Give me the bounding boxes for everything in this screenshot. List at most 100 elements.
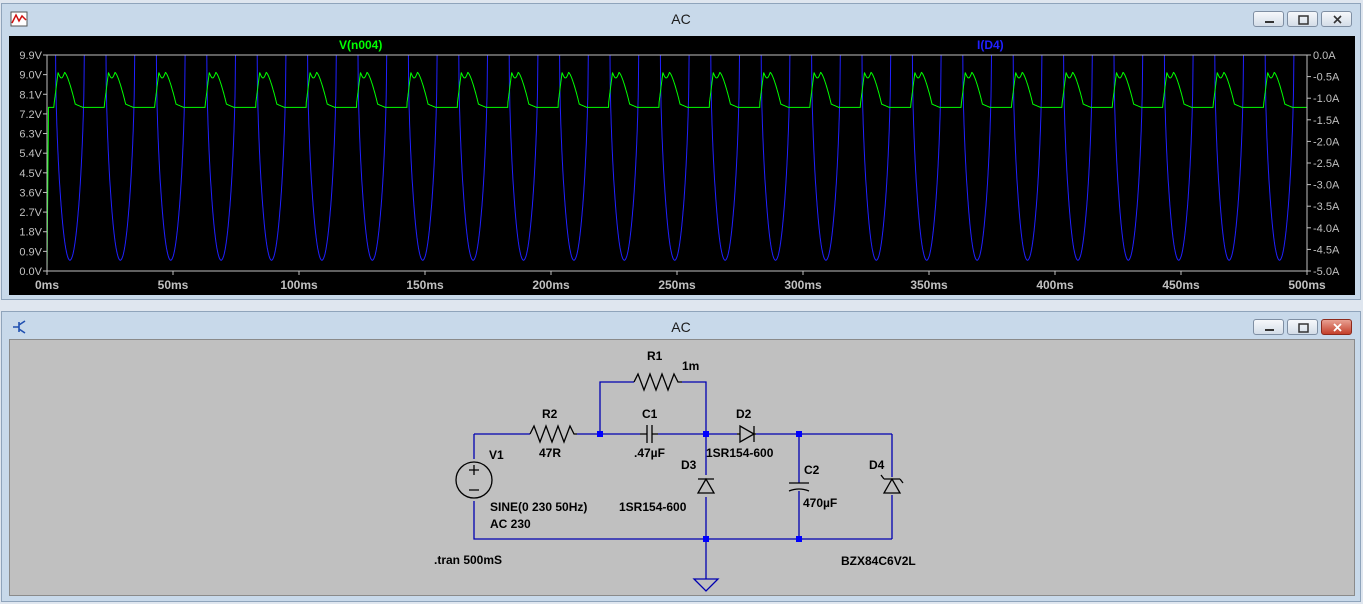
capacitor-c1[interactable] [640,425,658,443]
schematic-canvas[interactable]: R1 1m R2 47R C1 .47µF D2 1SR154-600 D3 1… [9,339,1355,596]
plot-window-title: AC [671,11,691,27]
y-left-tick-label: 8.1V [19,89,42,101]
schematic-icon [13,320,26,334]
x-tick-label: 450ms [1162,278,1200,292]
trace-label-voltage[interactable]: V(n004) [339,38,382,52]
label-r2-value[interactable]: 47R [539,446,561,460]
minimize-icon [1265,21,1274,23]
label-r1-name[interactable]: R1 [647,349,663,363]
wires [473,381,893,579]
wire [682,381,707,434]
plot-frame [46,54,1308,272]
wire [473,501,892,540]
waveform-canvas[interactable]: 9.9V 9.0V 8.1V 7.2V 6.3V 5.4V 4.5V 3.6V 2.7V 1.8V… [9,36,1355,295]
y-right-tick-label: -0.5A [1313,72,1340,84]
y-left-tick-label: 9.9V [19,50,42,62]
label-r1-value[interactable]: 1m [682,359,699,373]
y-right-tick-label: -4.0A [1313,223,1340,235]
y-left-tick-label: 6.3V [19,129,42,141]
x-tick-label: 50ms [158,278,189,292]
junctions [597,431,802,542]
trace-voltage [46,71,1307,272]
label-d3-name[interactable]: D3 [681,458,697,472]
x-tick-label: 250ms [658,278,696,292]
close-button[interactable] [1321,319,1352,335]
y-right-tick-label: -3.5A [1313,201,1340,213]
label-c2-value[interactable]: 470µF [803,496,837,510]
schematic-window: AC [1,311,1361,602]
traces-group [46,54,1307,272]
axes-group: 9.9V 9.0V 8.1V 7.2V 6.3V 5.4V 4.5V 3.6V 2.7V 1.8V… [19,50,1340,292]
x-tick-label: 100ms [280,278,318,292]
close-icon [1333,323,1342,332]
x-tick-label: 400ms [1036,278,1074,292]
close-icon [1333,15,1342,24]
junction-dot [796,431,802,437]
y-right-tick-label: -4.5A [1313,244,1340,256]
label-c1-name[interactable]: C1 [642,407,658,421]
label-d2-value[interactable]: 1SR154-600 [706,446,774,460]
maximize-icon [1298,15,1309,25]
y-left-tick-label: 0.0V [19,266,42,278]
y-left-tick-label: 1.8V [19,227,42,239]
close-button[interactable] [1321,11,1352,27]
y-right-tick-label: -5.0A [1313,266,1340,278]
y-left-tick-label: 2.7V [19,207,42,219]
maximize-button[interactable] [1287,319,1318,335]
label-d4-value[interactable]: BZX84C6V2L [841,554,916,568]
x-tick-label: 350ms [910,278,948,292]
wire [599,381,634,434]
label-d4-name[interactable]: D4 [869,458,885,472]
waveform-icon [10,11,28,27]
schematic-drawing[interactable]: R1 1m R2 47R C1 .47µF D2 1SR154-600 D3 1… [10,340,1356,597]
y-right-tick-label: 0.0A [1313,50,1336,62]
y-left-tick-label: 5.4V [19,148,42,160]
label-v1-name[interactable]: V1 [489,448,504,462]
x-tick-label: 300ms [784,278,822,292]
label-d2-name[interactable]: D2 [736,407,752,421]
x-tick-label: 500ms [1288,278,1326,292]
trace-current [47,54,1307,261]
x-tick-label: 0ms [35,278,59,292]
resistor-r2[interactable] [529,424,577,444]
diode-d3[interactable] [696,477,716,494]
y-left-tick-label: 9.0V [19,70,42,82]
maximize-button[interactable] [1287,11,1318,27]
schematic-window-titlebar[interactable]: AC [2,312,1360,342]
y-left-tick-label: 7.2V [19,109,42,121]
voltage-source-v1[interactable] [455,461,493,499]
waveform-plot[interactable]: 9.9V 9.0V 8.1V 7.2V 6.3V 5.4V 4.5V 3.6V 2.7V 1.8V… [9,36,1355,295]
schematic-window-title: AC [671,319,691,335]
y-right-tick-label: -2.5A [1313,158,1340,170]
y-right-tick-label: -1.5A [1313,115,1340,127]
label-v1-source[interactable]: SINE(0 230 50Hz) [490,500,587,514]
y-left-tick-label: 3.6V [19,187,42,199]
label-v1-ac[interactable]: AC 230 [490,517,531,531]
trace-label-current[interactable]: I(D4) [977,38,1004,52]
spice-directive[interactable]: .tran 500mS [434,553,502,567]
junction-dot [703,536,709,542]
diode-d2[interactable] [737,424,756,444]
ground-icon [692,578,720,592]
x-tick-label: 200ms [532,278,570,292]
label-c1-value[interactable]: .47µF [634,446,665,460]
y-right-tick-label: -3.0A [1313,180,1340,192]
label-d3-value[interactable]: 1SR154-600 [619,500,687,514]
junction-dot [796,536,802,542]
capacitor-c2[interactable] [788,482,810,492]
plot-window-titlebar[interactable]: AC [2,4,1360,34]
maximize-icon [1298,323,1309,333]
plot-window: AC 9.9V 9.0V 8.1V 7.2V 6.3V 5.4V 4.5V 3.6V 2.7V 1… [1,3,1361,300]
minimize-button[interactable] [1253,11,1284,27]
minimize-button[interactable] [1253,319,1284,335]
y-left-tick-label: 0.9V [19,246,42,258]
junction-dot [703,431,709,437]
x-tick-label: 150ms [406,278,444,292]
label-r2-name[interactable]: R2 [542,407,558,421]
label-c2-name[interactable]: C2 [804,463,820,477]
zener-d4[interactable] [880,474,904,494]
y-left-tick-label: 4.5V [19,168,42,180]
junction-dot [597,431,603,437]
resistor-r1[interactable] [633,372,682,392]
y-right-tick-label: -2.0A [1313,136,1340,148]
